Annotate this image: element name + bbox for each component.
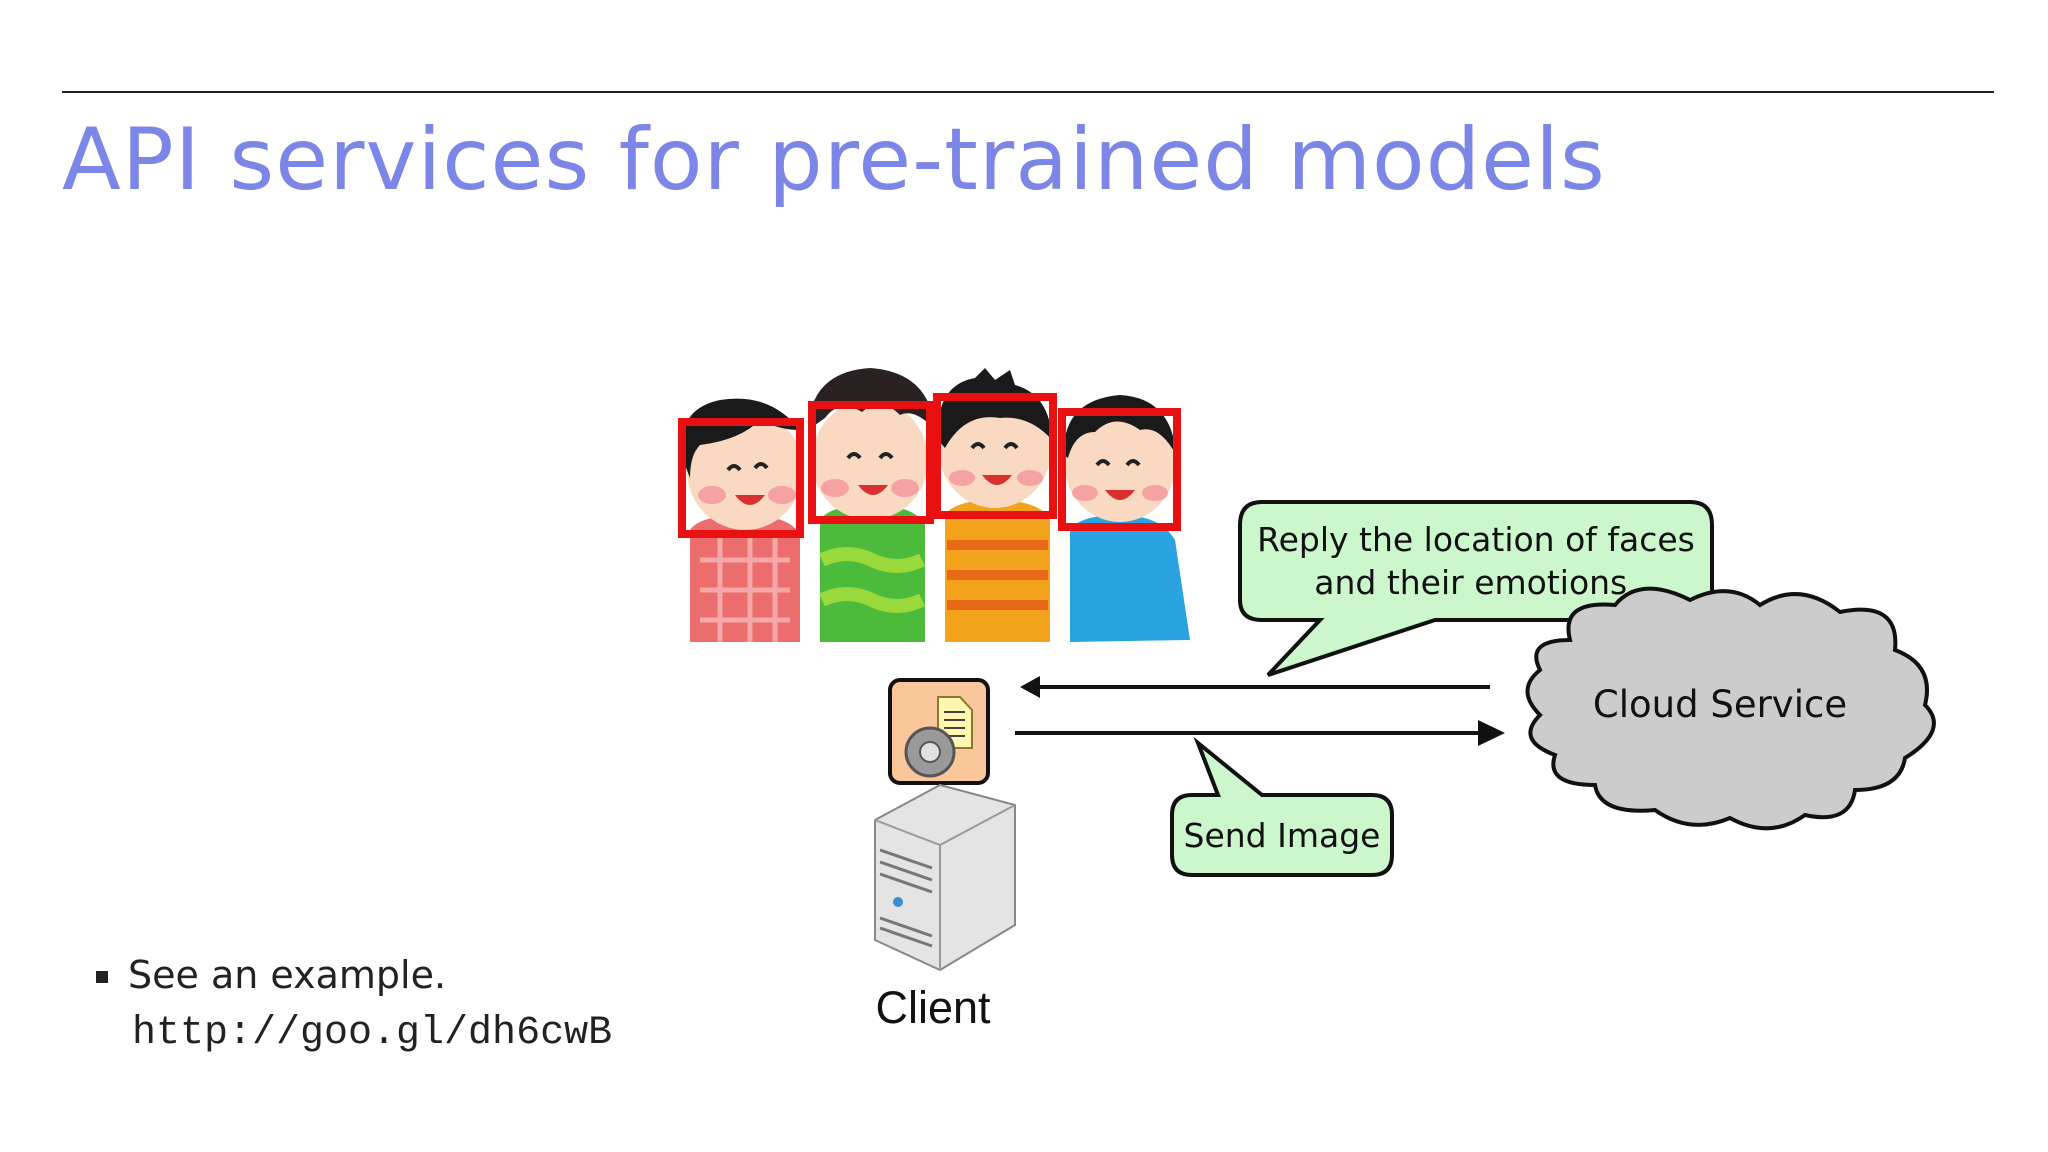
person-3 — [937, 368, 1052, 642]
bullet-item: See an example. — [96, 953, 612, 997]
reply-bubble: Reply the location of faces and their em… — [1238, 500, 1714, 677]
reply-bubble-line1: Reply the location of faces — [1257, 520, 1695, 559]
server-icon — [874, 783, 1016, 972]
person-2 — [808, 368, 935, 642]
bullet-list: See an example. http://goo.gl/dh6cwB — [96, 953, 612, 1056]
slide-title: API services for pre-trained models — [62, 110, 1606, 210]
face-box-3 — [933, 393, 1057, 519]
send-bubble-label: Send Image — [1184, 816, 1381, 855]
title-rule — [62, 91, 1994, 93]
bullet-text: See an example. — [128, 953, 447, 997]
app-icon — [888, 678, 990, 785]
client-label: Client — [875, 982, 991, 1033]
person-4 — [1063, 395, 1190, 642]
reply-bubble-line2: and their emotions. — [1314, 563, 1638, 602]
cloud-service: Cloud Service — [1525, 586, 1936, 831]
bullet-marker — [96, 971, 108, 983]
people-illustration — [678, 368, 1190, 642]
face-box-2 — [808, 401, 934, 524]
face-box-4 — [1058, 408, 1181, 531]
cloud-service-label: Cloud Service — [1593, 683, 1847, 726]
example-link[interactable]: http://goo.gl/dh6cwB — [132, 1011, 613, 1056]
face-box-1 — [678, 418, 804, 538]
person-1 — [682, 398, 803, 642]
send-bubble: Send Image — [1170, 736, 1394, 877]
